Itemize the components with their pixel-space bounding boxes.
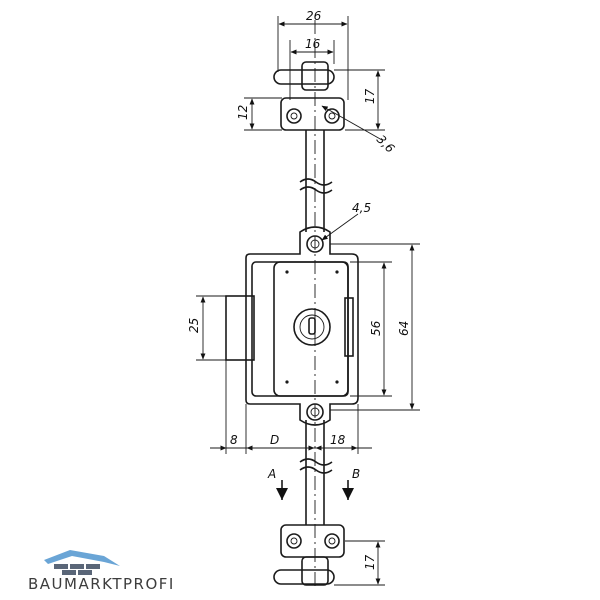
- brand-logo-icon: [44, 550, 120, 575]
- dim-body-inner: 56: [369, 320, 383, 336]
- dim-top-height: 17: [363, 88, 377, 104]
- dimension-lines: [196, 16, 420, 586]
- dim-top-width: 26: [306, 9, 322, 23]
- dim-pin: 4,5: [352, 201, 371, 215]
- dim-body-outer: 64: [397, 321, 411, 336]
- lock-body: [225, 226, 359, 426]
- dim-left-offset: 8: [230, 433, 238, 447]
- section-label-a: A: [267, 467, 276, 481]
- rod: [299, 20, 333, 590]
- dim-d-label: D: [270, 433, 279, 447]
- bottom-rod-guide: [273, 524, 345, 586]
- dim-bottom-height: 17: [363, 554, 377, 570]
- dim-top-hole: 3,6: [374, 132, 398, 156]
- top-rod-guide: [273, 61, 345, 131]
- dim-top-inner-width: 16: [305, 37, 321, 51]
- dim-side: 25: [187, 318, 201, 333]
- section-label-b: B: [352, 467, 360, 481]
- brand-name: BAUMARKTPROFI: [28, 575, 175, 593]
- dim-right-offset: 18: [330, 433, 346, 447]
- dim-top-bracket: 12: [236, 105, 250, 120]
